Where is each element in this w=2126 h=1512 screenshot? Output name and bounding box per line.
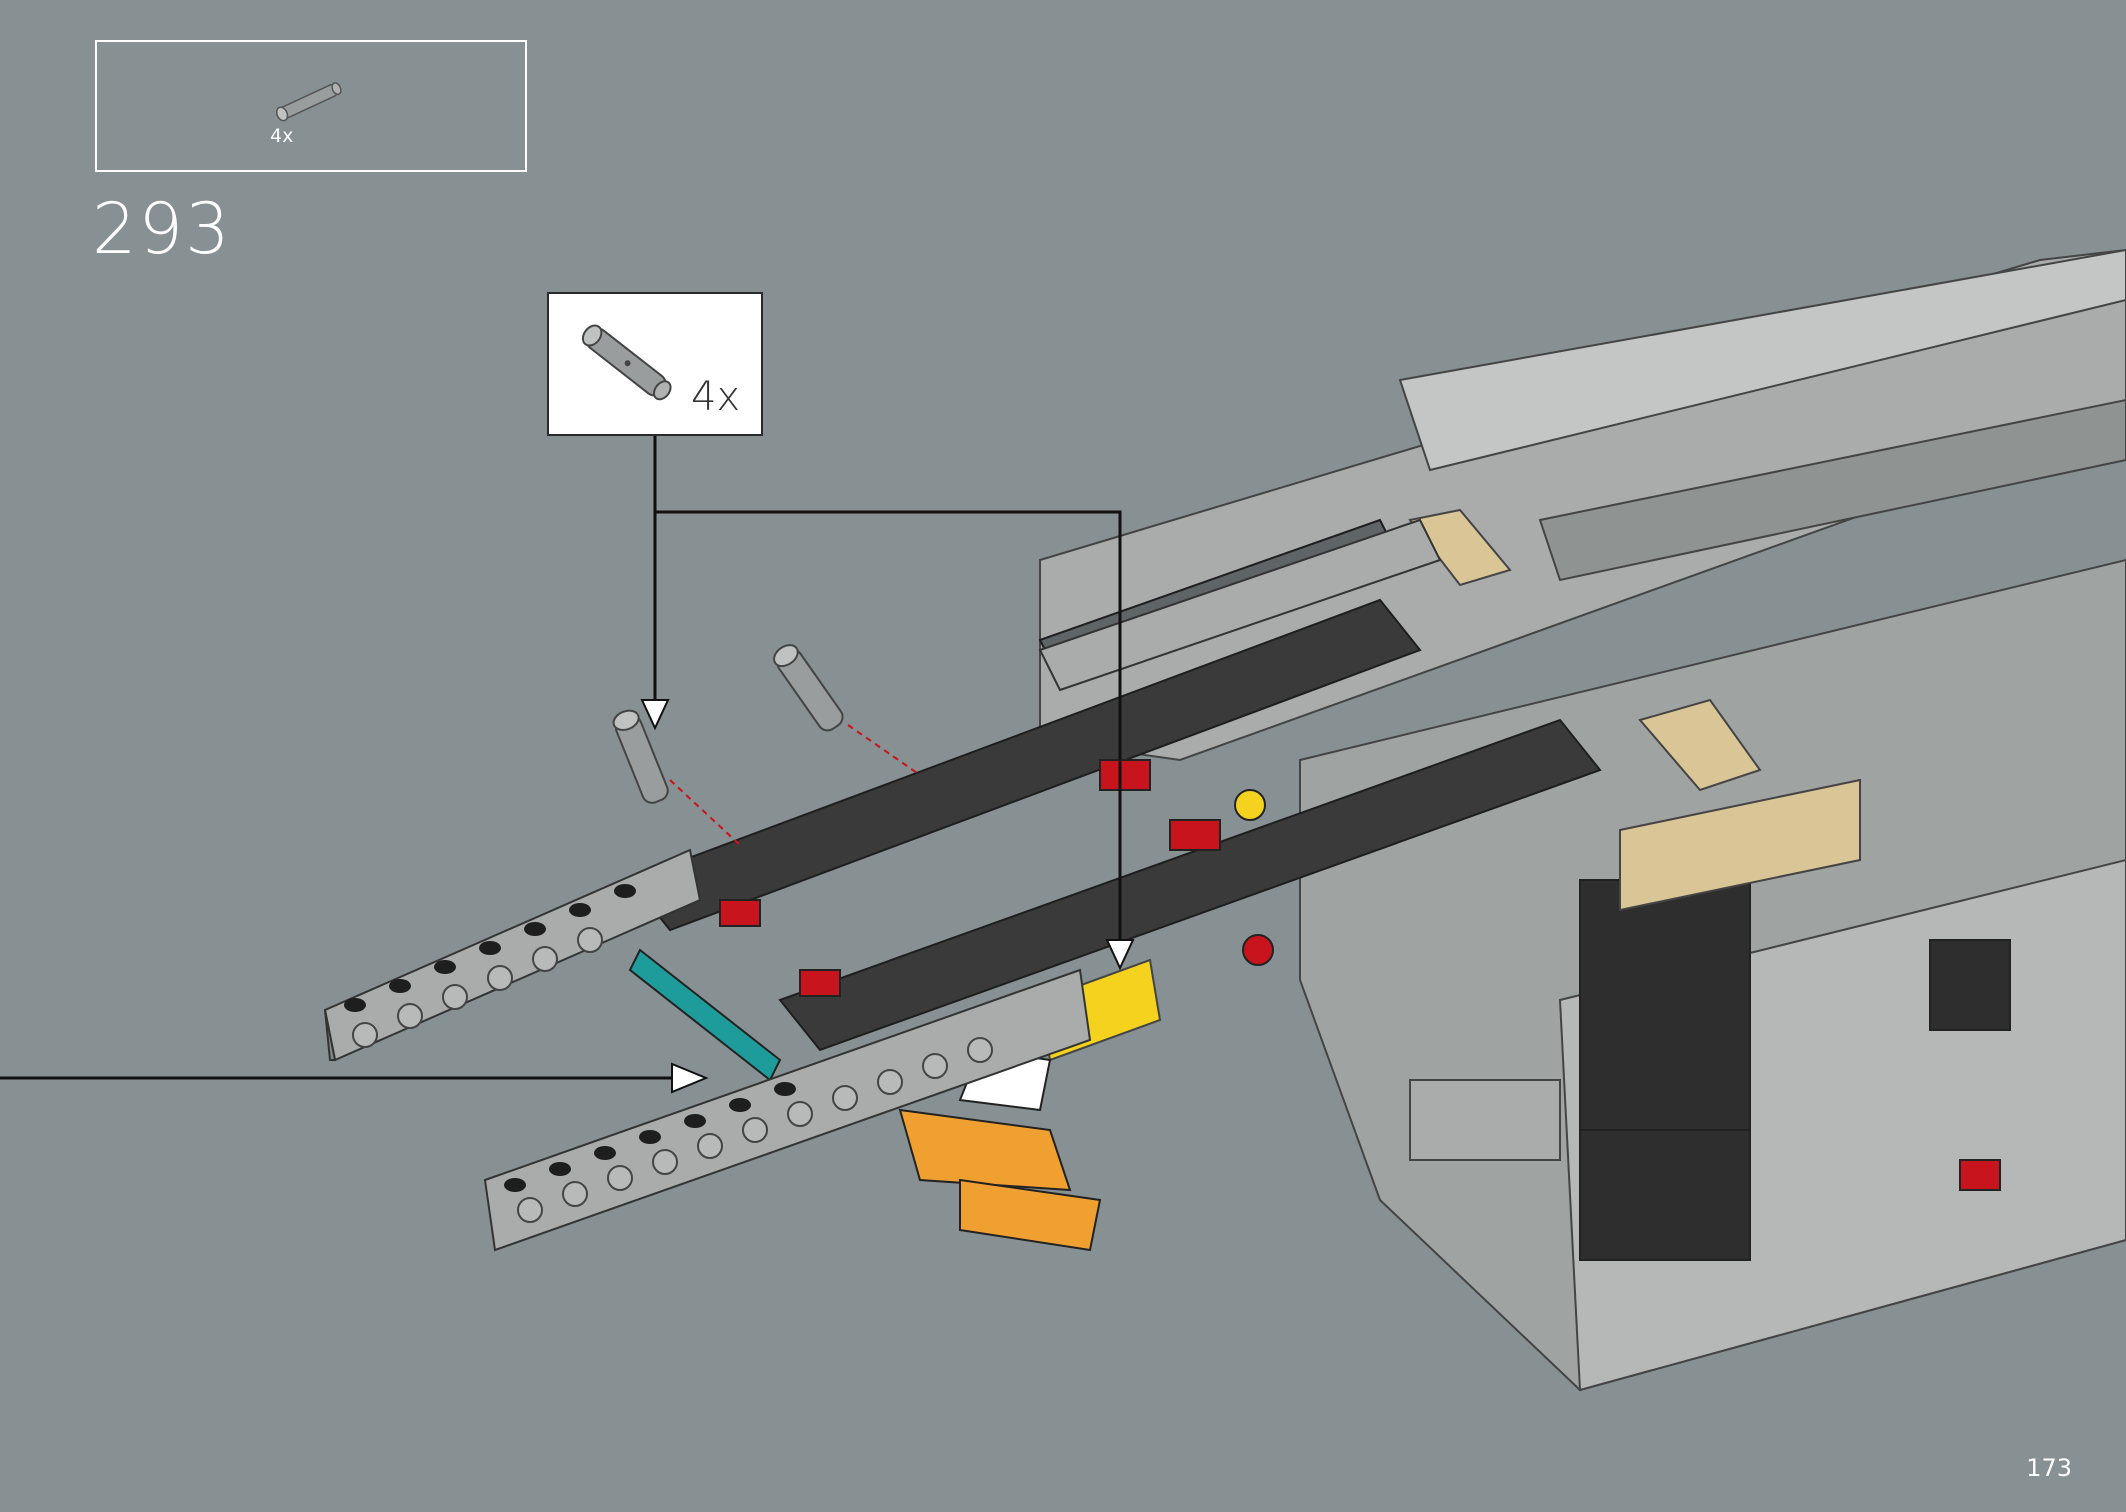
technic-pin-long-icon <box>275 82 342 122</box>
callout-quantity: 4x <box>691 374 741 420</box>
page-number: 173 <box>2026 1454 2072 1482</box>
parts-list-box: 4x <box>95 40 527 172</box>
step-callout-box: 4x <box>547 292 763 436</box>
step-number: 293 <box>92 188 232 270</box>
technic-pin-left <box>612 709 741 846</box>
technic-beam-lower <box>483 968 1092 1252</box>
lower-body-assembly <box>1299 558 2126 1392</box>
colored-accent-bricks <box>628 508 1861 1252</box>
instruction-arrows <box>0 436 1122 1080</box>
beam-holes <box>352 927 993 1223</box>
technic-beam-back <box>1038 518 1442 692</box>
parts-quantity: 4x <box>270 125 294 147</box>
arrow-heads <box>640 699 1135 1094</box>
beam-studs <box>344 884 796 1192</box>
technic-pin-right <box>773 644 921 776</box>
technic-pin-long-icon <box>581 324 672 401</box>
